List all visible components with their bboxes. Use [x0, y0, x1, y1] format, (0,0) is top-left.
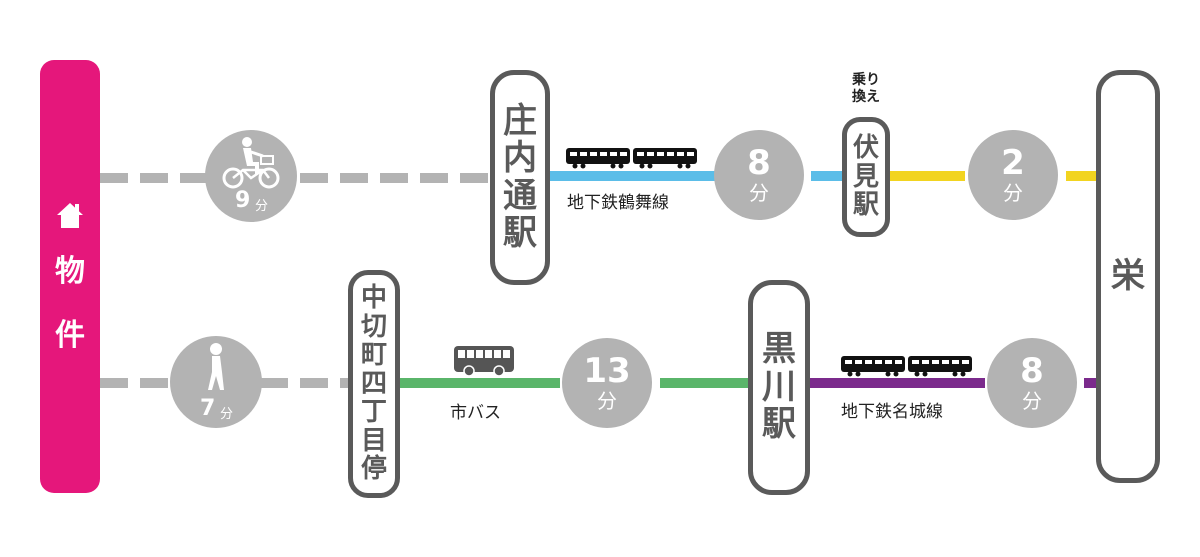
station-char: 庄	[503, 100, 537, 141]
transfer-note-line: 換え	[852, 89, 880, 105]
station-char: 中	[360, 282, 387, 313]
origin-label-char: 物	[55, 254, 85, 289]
tsurumai-line-segment	[550, 171, 715, 181]
station-char: 丁	[360, 397, 387, 428]
tsurumai-minutes: 8	[747, 143, 771, 183]
city-bus-minutes: 13	[583, 351, 631, 391]
city-bus-label: 市バス	[450, 403, 501, 423]
destination-char: 栄	[1111, 255, 1145, 296]
station-char: 町	[360, 340, 387, 371]
station-char: 見	[852, 161, 879, 192]
station-char: 目	[360, 425, 387, 456]
walking-person-icon	[208, 343, 224, 390]
bicycle-minutes: 9	[235, 188, 251, 213]
meijo-line-segment	[810, 378, 985, 388]
origin-label-char: 件	[55, 318, 85, 353]
tsurumai-time-circle: 8 分	[714, 130, 804, 220]
station-char: 黒	[762, 329, 796, 370]
tsurumai-minutes-unit: 分	[749, 181, 769, 205]
higashiyama-line-segment-2	[1066, 171, 1098, 181]
station-char: 駅	[762, 404, 796, 445]
transfer-note-line: 乗り	[852, 72, 880, 88]
station-char: 停	[360, 454, 387, 485]
house-icon	[57, 203, 83, 228]
meijo-minutes-unit: 分	[1022, 389, 1042, 413]
station-char: 切	[360, 311, 387, 342]
city-bus-segment-2	[660, 378, 752, 388]
higashiyama-minutes: 2	[1001, 143, 1025, 183]
city-bus-segment	[400, 378, 560, 388]
walk-minutes: 7	[200, 396, 216, 421]
bus-icon	[454, 346, 514, 377]
bicycle-icon	[222, 137, 280, 189]
station-fushimi[interactable]: 伏 見 駅	[842, 117, 890, 237]
station-char: 川	[762, 366, 796, 407]
meijo-line-segment-2	[1084, 378, 1098, 388]
origin-property-bar: 物 件	[40, 60, 100, 493]
meijo-line-label: 地下鉄名城線	[841, 402, 943, 422]
higashiyama-minutes-unit: 分	[1003, 181, 1023, 205]
city-bus-minutes-unit: 分	[597, 389, 617, 413]
meijo-minutes: 8	[1020, 351, 1044, 391]
walk-minutes-unit: 分	[220, 407, 234, 422]
station-char: 駅	[503, 212, 537, 253]
station-kurokawa[interactable]: 黒 川 駅	[748, 280, 810, 495]
bicycle-minutes-unit: 分	[255, 199, 269, 214]
higashiyama-time-circle: 2 分	[968, 130, 1058, 220]
transfer-note: 乗り 換え	[842, 72, 890, 106]
stop-nakakiricho-4chome[interactable]: 中 切 町 四 丁 目 停	[348, 270, 400, 498]
station-shonaidori[interactable]: 庄 内 通 駅	[490, 70, 550, 285]
walk-time-circle: 7 分	[170, 336, 262, 428]
meijo-time-circle: 8 分	[987, 338, 1077, 428]
tsurumai-line-label: 地下鉄鶴舞線	[567, 193, 669, 213]
station-char: 伏	[852, 133, 879, 164]
station-char: 内	[503, 138, 537, 179]
train-icon	[566, 148, 697, 169]
train-icon	[841, 356, 972, 377]
city-bus-time-circle: 13 分	[562, 338, 652, 428]
destination-sakae[interactable]: 栄	[1096, 70, 1160, 483]
station-char: 通	[503, 175, 537, 216]
higashiyama-line-segment	[890, 171, 965, 181]
station-char: 四	[360, 368, 387, 399]
tsurumai-line-segment-2	[811, 171, 847, 181]
bicycle-time-circle: 9 分	[205, 130, 297, 222]
station-char: 駅	[852, 190, 879, 221]
